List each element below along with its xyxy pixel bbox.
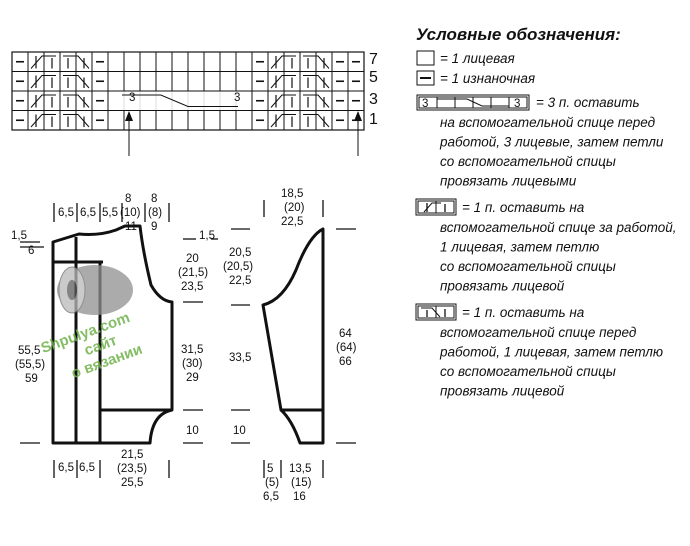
armhole-3: 23,5: [181, 281, 203, 293]
bottom-width-1: 21,5: [121, 449, 143, 461]
sleeve-bottom-small-1: 5: [267, 463, 273, 475]
bottom-width-2: (23,5): [117, 463, 147, 475]
sleeve-bottom-wide-1: 13,5: [289, 463, 311, 475]
front-bottom-dim-2: 6,5: [79, 462, 95, 474]
legend-item-3-line-1: = 3 п. оставить: [536, 95, 640, 110]
shoulder-width-1: 8: [151, 193, 157, 205]
repeat-arrow-left-icon: [125, 111, 133, 156]
left-drop-bottom: 6: [28, 245, 34, 257]
front-bottom-dim-1: 6,5: [58, 462, 74, 474]
sleeve-body-height: 33,5: [229, 352, 251, 364]
chart-cable-number-right: 3: [234, 92, 240, 104]
legend-item-3-line-2: на вспомогательной спице перед: [440, 115, 656, 130]
sleeve-top-width-1: 18,5: [281, 188, 303, 200]
cross-right-icon: [415, 303, 457, 321]
legend-item-5-line-2: вспомогательной спице перед: [440, 325, 637, 340]
sleeve-top-width-2: (20): [284, 202, 305, 214]
front-top-dim-3: 5,5: [102, 207, 118, 219]
legend-item-2-line-1: = 1 изнаночная: [440, 71, 535, 86]
stitch-chart: [11, 51, 365, 131]
sleeve-length-3: 66: [339, 356, 352, 368]
sleeve-bottom-wide-3: 16: [293, 491, 306, 503]
front-top-dim-2: 6,5: [80, 207, 96, 219]
sleeve-bottom-small-2: (5): [265, 477, 279, 489]
total-height-2: (55,5): [15, 359, 45, 371]
legend-title: Условные обозначения:: [416, 25, 621, 44]
front-top-dim-1: 6,5: [58, 207, 74, 219]
front-rib-height: 10: [186, 425, 199, 437]
left-drop-top: 1,5: [11, 230, 27, 242]
cross-left-icon: [415, 198, 457, 216]
row-label-3: 3: [369, 91, 378, 108]
legend-item-3-line-4: со вспомогательной спицы: [440, 154, 616, 169]
neck-width-1: 8: [125, 193, 131, 205]
sleeve-bottom-wide-2: (15): [291, 477, 312, 489]
sleeve-piece-outline: [261, 227, 325, 445]
legend-item-4-line-3: 1 лицевая, затем петлю: [440, 240, 599, 255]
sleeve-top-width-3: 22,5: [281, 216, 303, 228]
armhole-2: (21,5): [178, 267, 208, 279]
legend-item-1-line-1: = 1 лицевая: [440, 51, 515, 66]
legend-item-3-line-3: работой, 3 лицевые, затем петли: [439, 135, 664, 150]
row-label-1: 1: [369, 111, 378, 128]
chart-cable-number-left: 3: [129, 92, 135, 104]
legend-item-5-line-1: = 1 п. оставить на: [462, 305, 585, 320]
armhole-1: 20: [186, 253, 199, 265]
cap-height-3: 22,5: [229, 275, 251, 287]
repeat-arrow-right-icon: [354, 111, 362, 156]
watermark: Shpulya.com сайт о вязании: [39, 309, 145, 382]
cable-icon-number-left: 3: [422, 98, 428, 110]
side-height-3: 29: [186, 372, 199, 384]
row-label-7: 7: [369, 51, 378, 68]
total-height-3: 59: [25, 373, 38, 385]
dimension-ticks: [20, 200, 356, 478]
sleeve-length-2: (64): [336, 342, 357, 354]
empty-square-icon: [416, 50, 435, 66]
cap-height-1: 20,5: [229, 247, 251, 259]
yarn-ball-icon: [57, 265, 133, 315]
shoulder-width-2: (8): [148, 207, 162, 219]
row-label-5: 5: [369, 69, 378, 86]
legend-item-4-line-5: провязать лицевой: [440, 279, 565, 294]
sleeve-rib-height: 10: [233, 425, 246, 437]
legend-item-4-line-1: = 1 п. оставить на: [462, 200, 585, 215]
legend-item-3-line-5: провязать лицевыми: [440, 174, 577, 189]
cable-icon-number-right: 3: [514, 98, 520, 110]
legend-item-5-line-3: работой, 1 лицевая, затем петлю: [439, 345, 663, 360]
side-height-1: 31,5: [181, 344, 203, 356]
total-height-1: 55,5: [18, 345, 40, 357]
side-height-2: (30): [182, 358, 203, 370]
legend-item-5-line-4: со вспомогательной спицы: [440, 364, 616, 379]
legend-item-4-line-4: со вспомогательной спицы: [440, 259, 616, 274]
right-drop: 1,5: [199, 230, 215, 242]
bottom-width-3: 25,5: [121, 477, 143, 489]
neck-width-2: (10): [120, 207, 141, 219]
legend-item-4-line-2: вспомогательной спице за работой,: [440, 220, 676, 235]
sleeve-bottom-small-3: 6,5: [263, 491, 279, 503]
legend-item-5-line-5: провязать лицевой: [440, 384, 565, 399]
sleeve-length-1: 64: [339, 328, 352, 340]
cap-height-2: (20,5): [223, 261, 253, 273]
neck-width-3: 11: [125, 221, 137, 233]
cable-3x3-icon: 3 3: [416, 94, 530, 111]
shoulder-width-3: 9: [151, 221, 157, 233]
legend-descriptions: = 3 п. оставить на вспомогательной спице …: [439, 95, 676, 399]
dash-square-icon: [416, 70, 435, 86]
